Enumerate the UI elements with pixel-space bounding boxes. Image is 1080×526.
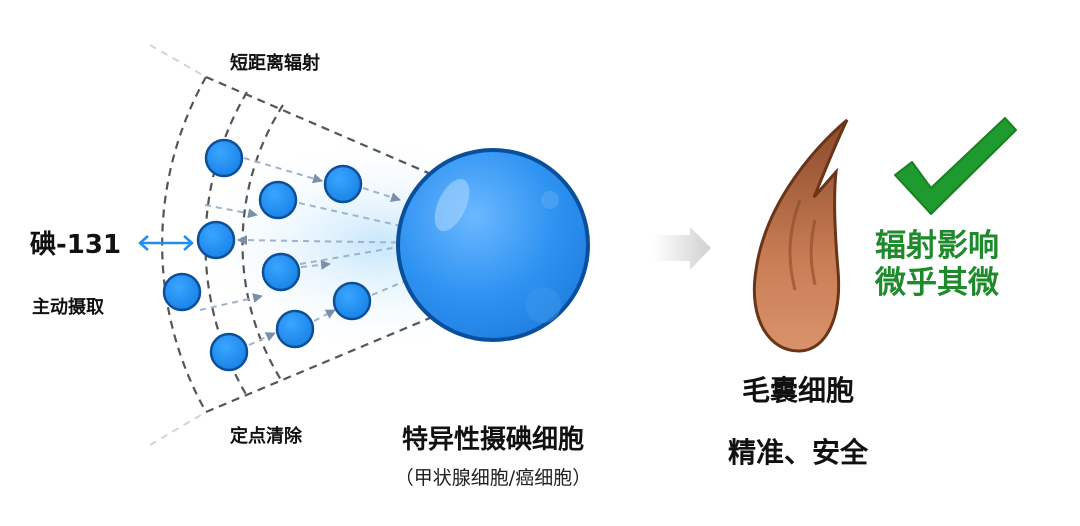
- iodine-particle: [204, 138, 244, 178]
- checkmark-icon: [894, 117, 1017, 215]
- verdict-line2: 微乎其微: [874, 265, 999, 301]
- targeted-clearance-label: 定点清除: [230, 425, 303, 447]
- iodine-particle: [332, 281, 372, 321]
- cell-subtitle: （甲状腺细胞/癌细胞）: [395, 467, 591, 489]
- iodine-particle: [258, 180, 298, 220]
- iodine-label: 碘-131: [30, 230, 121, 260]
- iodine-particle: [261, 252, 301, 292]
- range-boundary-top: [205, 75, 441, 180]
- short-range-label: 短距离辐射: [230, 52, 320, 74]
- right-arrow-icon: [653, 227, 711, 270]
- range-boundary-bottom: [205, 316, 431, 414]
- range-extension-line: [149, 411, 207, 446]
- iodine-particle: [275, 309, 315, 349]
- range-extension-line: [149, 44, 207, 78]
- iodine-particle: [323, 164, 363, 204]
- iodine-uptake-cell: [396, 148, 590, 342]
- iodine-particle: [162, 272, 202, 312]
- verdict-line1: 辐射影响: [875, 228, 999, 264]
- hair-follicle-icon: [752, 118, 849, 353]
- iodine-particle: [209, 332, 249, 372]
- follicle-title: 毛囊细胞: [742, 374, 854, 407]
- follicle-subtitle: 精准、安全: [728, 436, 869, 469]
- double-arrow-icon: [138, 235, 194, 251]
- iodine-particle: [196, 220, 236, 260]
- range-arc-outer: [161, 76, 207, 413]
- uptake-label: 主动摄取: [32, 296, 105, 318]
- cell-title: 特异性摄碘细胞: [402, 424, 584, 455]
